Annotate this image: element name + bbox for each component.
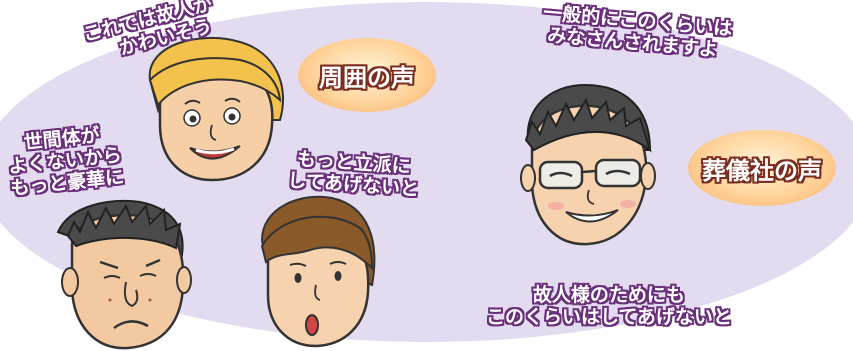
badge-funeral-company-label: 葬儀社の声 bbox=[702, 156, 822, 185]
blonde-woman-face bbox=[148, 36, 285, 182]
badge-surroundings-label: 周囲の声 bbox=[319, 63, 415, 92]
quote-for-deceased-line-2: このくらいはしてあげないと bbox=[486, 306, 732, 328]
quote-more-grand: もっと立派に してあげないと bbox=[287, 147, 422, 201]
brown-haired-woman-face bbox=[260, 195, 376, 348]
badge-surroundings: 周囲の声 bbox=[298, 38, 436, 112]
smiling-man-with-glasses-face bbox=[520, 83, 656, 246]
frowning-man-face bbox=[56, 199, 192, 350]
badge-funeral-company: 葬儀社の声 bbox=[688, 130, 836, 206]
quote-appearances: 世間体が よくないから もっと豪華に bbox=[5, 122, 125, 199]
quote-for-deceased-line-1: 故人様のためにも bbox=[532, 284, 685, 306]
quote-for-deceased: 故人様のためにも このくらいはしてあげないと bbox=[486, 284, 732, 328]
